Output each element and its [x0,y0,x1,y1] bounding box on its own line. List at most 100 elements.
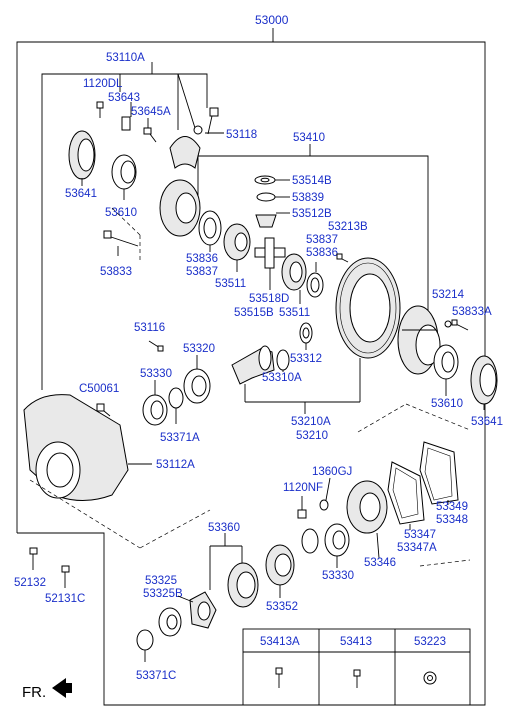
pinion-shaft-cross [254,237,286,290]
differential-case-right [397,305,441,375]
bearing-53330-upper [142,394,168,426]
differential-group-frame [197,144,429,320]
washer-53514B [254,175,276,185]
side-gear-right [281,253,307,291]
part-label-53610-right: 53610 [431,398,463,410]
guide-lines [29,207,471,567]
shim-53310A [276,349,290,371]
assembly-frame [16,28,486,706]
part-label-53610-left: 53610 [105,207,137,219]
part-label-53837-a: 53837 [306,234,338,246]
bolt-53213B [336,253,349,263]
washer-1360GJ [319,499,329,511]
table-header-1: 53413A [260,636,300,648]
part-label-53837-b: 53837 [186,266,218,278]
part-label-53360: 53360 [208,522,240,534]
washer-53839 [256,192,276,202]
part-label-53310A: 53310A [262,372,302,384]
thrust-washer-right [306,272,324,298]
part-label-53330-b: 53330 [322,570,354,582]
lock-plate-53643 [121,116,131,131]
side-gear-left [223,223,251,261]
part-label-53210A: 53210A [291,416,331,428]
bolt-1120DL [96,101,104,118]
part-label-53213B: 53213B [328,221,368,233]
part-label-53210: 53210 [296,430,328,442]
part-label-53514B: 53514B [292,175,332,187]
part-label-53330-a: 53330 [140,368,172,380]
part-label-52132: 52132 [14,577,46,589]
gasket-53347 [387,461,425,525]
bearing-right [433,344,459,380]
part-label-53833A: 53833A [452,306,492,318]
washer-53330-lower [301,528,319,554]
part-label-53410: 53410 [293,132,325,144]
spacer-53371A [168,387,184,409]
part-label-53118: 53118 [226,129,257,141]
part-label-52131C: 52131C [45,593,85,605]
deflector-53352 [265,544,295,586]
part-label-53110A: 53110A [106,52,145,64]
part-label-53643: 53643 [108,92,140,104]
part-label-53325B: 53325B [143,588,183,600]
carrier-housing [23,394,129,501]
part-label-53214: 53214 [432,289,465,301]
assembly-number-label: 53000 [255,13,289,27]
bolt-53833 [103,230,139,247]
lock-53214 [444,320,452,328]
part-label-C50061: C50061 [79,383,119,395]
adjuster-ring-left [68,130,96,180]
part-label-53347: 53347 [404,529,436,541]
part-label-53325: 53325 [145,575,177,587]
adjuster-ring-right [470,355,498,405]
table-header-3: 53223 [414,636,446,648]
part-label-53515B: 53515B [234,307,274,319]
drive-pinion [231,345,275,385]
table-bolt-53413A [275,667,283,688]
part-label-53352: 53352 [266,601,298,613]
yoke-flange-53325 [189,591,217,629]
washer-53371C [136,629,154,651]
bolt-52131C [61,565,70,588]
part-label-1120NF: 1120NF [283,482,323,494]
hardware-table [242,628,471,706]
ring-gear [335,257,401,359]
part-label-53346: 53346 [364,557,396,569]
part-label-53116: 53116 [134,322,165,334]
part-label-53833: 53833 [100,266,132,278]
bolt-53116 [148,340,164,352]
bolt-52132 [29,547,38,570]
bearing-53330-lower [324,523,350,557]
spacer-53312 [299,322,313,344]
part-label-53511-b: 53511 [279,307,310,319]
part-label-1360GJ: 1360GJ [312,466,352,478]
part-label-53371A: 53371A [160,432,200,444]
part-label-53347A: 53347A [397,542,437,554]
gasket-53349 [419,441,459,505]
part-label-53641-right: 53641 [471,416,503,428]
differential-case-left [159,179,201,237]
table-header-2: 53413 [340,636,372,648]
part-label-1120DL: 1120DL [83,78,123,90]
oil-seal-53360 [227,562,259,608]
part-label-53312: 53312 [290,353,322,365]
part-label-53518D: 53518D [249,293,289,305]
companion-flange [346,480,388,534]
part-label-53641-left: 53641 [65,188,97,200]
part-label-53320: 53320 [183,343,215,355]
bolt-53118 [193,107,219,135]
plug-C50061 [96,403,111,417]
part-label-53645A: 53645A [131,106,171,118]
table-bolt-53413 [353,669,361,688]
front-direction-label: FR. [22,684,46,701]
bearing-53320 [183,368,211,404]
part-label-53349: 53349 [436,501,468,513]
part-label-53839: 53839 [292,192,324,204]
table-nut-53223 [423,671,437,685]
bearing-cap-group-frame [41,62,208,390]
bolt-1120NF [297,496,307,519]
bearing-cap [169,136,201,169]
part-label-53371C: 53371C [136,670,176,682]
bearing-left [111,154,137,190]
